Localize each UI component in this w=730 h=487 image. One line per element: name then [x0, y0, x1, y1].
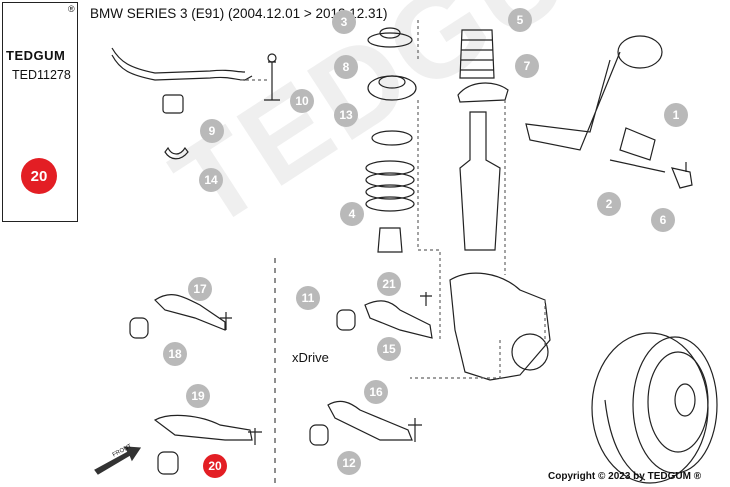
front-control-arm — [154, 293, 226, 331]
front-arrow — [94, 446, 142, 475]
stabilizer-bar — [111, 54, 253, 81]
steering-boot — [619, 127, 656, 161]
callout-3: 3 — [332, 10, 356, 34]
stabilizer-bushing — [162, 94, 184, 114]
thrust-arm-bushing — [157, 451, 179, 475]
tie-rod — [609, 159, 666, 173]
spring-seat — [371, 130, 413, 146]
callout-14: 14 — [199, 168, 223, 192]
brand-name: TEDGUM — [6, 48, 66, 63]
callout-13: 13 — [334, 103, 358, 127]
dust-boot — [459, 29, 495, 79]
steering-knuckle — [449, 272, 551, 381]
kit-code: TED11278 — [12, 68, 71, 82]
callout-5: 5 — [508, 8, 532, 32]
callout-20: 20 — [203, 454, 227, 478]
thrust-arm — [153, 414, 253, 441]
callout-2: 2 — [597, 192, 621, 216]
callout-21: 21 — [377, 272, 401, 296]
bushing-clip — [164, 146, 189, 160]
stabilizer-link — [264, 61, 280, 101]
callout-10: 10 — [290, 89, 314, 113]
coil-spring — [365, 160, 415, 212]
control-arm-bushing — [129, 317, 149, 339]
callout-4: 4 — [340, 202, 364, 226]
copyright-text: Copyright © 2023 by TEDGUM ® — [548, 471, 702, 482]
callout-1: 1 — [664, 103, 688, 127]
callout-16: 16 — [364, 380, 388, 404]
tie-rod-end — [671, 162, 693, 189]
callout-9: 9 — [200, 119, 224, 143]
registered-mark: ® — [68, 4, 75, 14]
callout-8: 8 — [334, 55, 358, 79]
callout-7: 7 — [515, 54, 539, 78]
callout-18: 18 — [163, 342, 187, 366]
xdrive-label: xDrive — [292, 350, 329, 365]
arm-bushing-xdrive — [336, 309, 356, 331]
steering-rack — [525, 51, 621, 151]
top-mount — [367, 32, 413, 48]
callout-15: 15 — [377, 337, 401, 361]
vehicle-title: BMW SERIES 3 (E91) (2004.12.01 > 2012.12… — [90, 6, 388, 21]
wheel — [591, 332, 718, 484]
callout-17: 17 — [188, 277, 212, 301]
callout-6: 6 — [651, 208, 675, 232]
shock-absorber — [459, 111, 501, 251]
rear-arm-xdrive — [327, 400, 413, 441]
callout-11: 11 — [296, 286, 320, 310]
callout-12: 12 — [337, 451, 361, 475]
part-count-badge: 20 — [21, 158, 57, 194]
lower-arm-xdrive — [364, 300, 433, 339]
callout-19: 19 — [186, 384, 210, 408]
bump-stop — [377, 227, 403, 253]
rear-arm-bushing — [309, 424, 329, 446]
upper-seat — [457, 82, 509, 103]
